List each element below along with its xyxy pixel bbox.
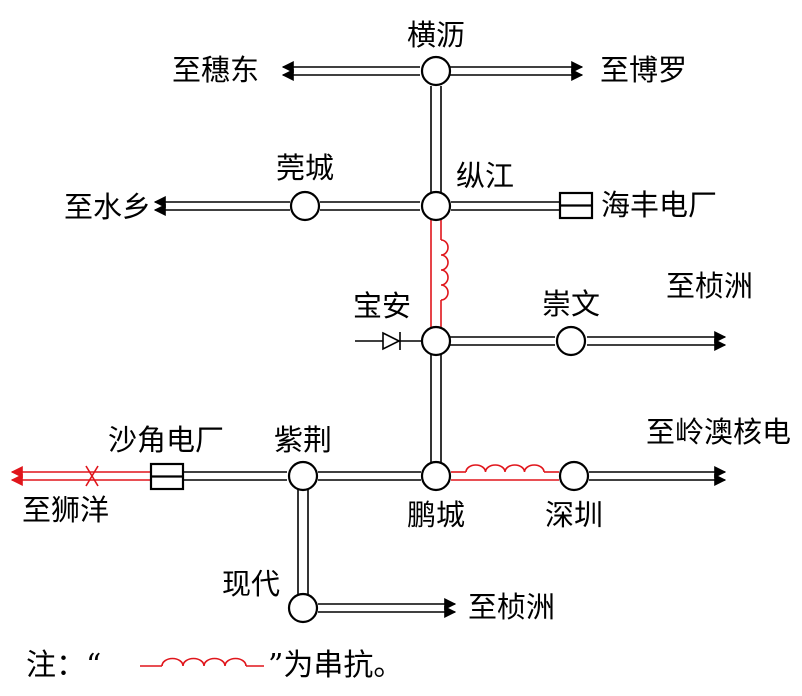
line-shiyang-shajiao (10, 466, 151, 486)
note-prefix: 注：“ (26, 648, 101, 683)
label-lingao: 至岭澳核电 (646, 415, 791, 449)
label-shenzhen: 深圳 (545, 498, 603, 532)
substation-baoan-icon (420, 325, 452, 357)
note-suffix: ”为串抗。 (268, 648, 403, 683)
substation-zijing-icon (287, 460, 319, 492)
label-zijing: 紫荆 (274, 423, 332, 457)
label-hengli: 横沥 (407, 18, 465, 52)
substation-guancheng-icon (289, 190, 321, 222)
series-reactors (10, 220, 559, 487)
label-shuixiang: 至水乡 (64, 190, 151, 224)
power-plants (149, 191, 594, 491)
line-zijing-xiandai (297, 490, 309, 597)
power-plant-shajiao-icon (149, 462, 185, 491)
legend-note: 注：“ ”为串抗。 (26, 648, 403, 683)
label-chongwen: 崇文 (542, 287, 600, 321)
open-breaker-x-icon (85, 465, 99, 487)
label-pengcheng: 鹏城 (407, 498, 465, 532)
label-zongjiang: 纵江 (456, 159, 514, 193)
label-guancheng: 莞城 (276, 151, 334, 185)
line-shuixiang-guancheng (153, 196, 290, 216)
power-plant-haifeng-icon (558, 191, 594, 220)
line-guancheng-zongjiang (320, 201, 420, 211)
label-haifeng: 海丰电厂 (601, 188, 717, 222)
substation-hengli-icon (420, 55, 452, 87)
line-shenzhen-lingao (589, 466, 727, 486)
label-shiyang: 至狮洋 (22, 493, 109, 527)
line-suidong-boluo (281, 61, 584, 81)
series-reactor-legend-icon (140, 657, 264, 667)
substation-zongjiang-icon (420, 190, 452, 222)
substation-chongwen-icon (555, 325, 587, 357)
substation-pengcheng-icon (420, 460, 452, 492)
label-zhenzhou-lower: 至桢洲 (468, 590, 555, 624)
substations (287, 55, 590, 624)
label-zhenzhou-upper: 至桢洲 (666, 269, 753, 303)
line-hengli-zongjiang (430, 86, 442, 195)
line-baoan-pengcheng (430, 355, 442, 462)
label-baoan: 宝安 (353, 289, 411, 323)
labels: 横沥 至穗东 至博罗 莞城 纵江 至水乡 海丰电厂 至桢洲 宝安 崇文 至岭澳核… (22, 18, 791, 624)
diode-icon (382, 331, 401, 351)
label-xiandai: 现代 (222, 567, 280, 601)
label-boluo: 至博罗 (600, 53, 687, 87)
series-reactor-horizontal (451, 464, 559, 481)
line-xiandai-zhenzhou (318, 598, 457, 618)
series-reactor-vertical (430, 220, 449, 327)
substation-shenzhen-icon (558, 460, 590, 492)
label-shajiao: 沙角电厂 (108, 423, 224, 457)
substation-xiandai-icon (287, 592, 319, 624)
line-zongjiang-haifeng (451, 201, 560, 211)
transmission-lines (153, 61, 727, 618)
line-baoan-chongwen (450, 331, 727, 351)
line-shajiao-zijing-pengcheng (183, 471, 421, 481)
label-suidong: 至穗东 (172, 53, 259, 87)
